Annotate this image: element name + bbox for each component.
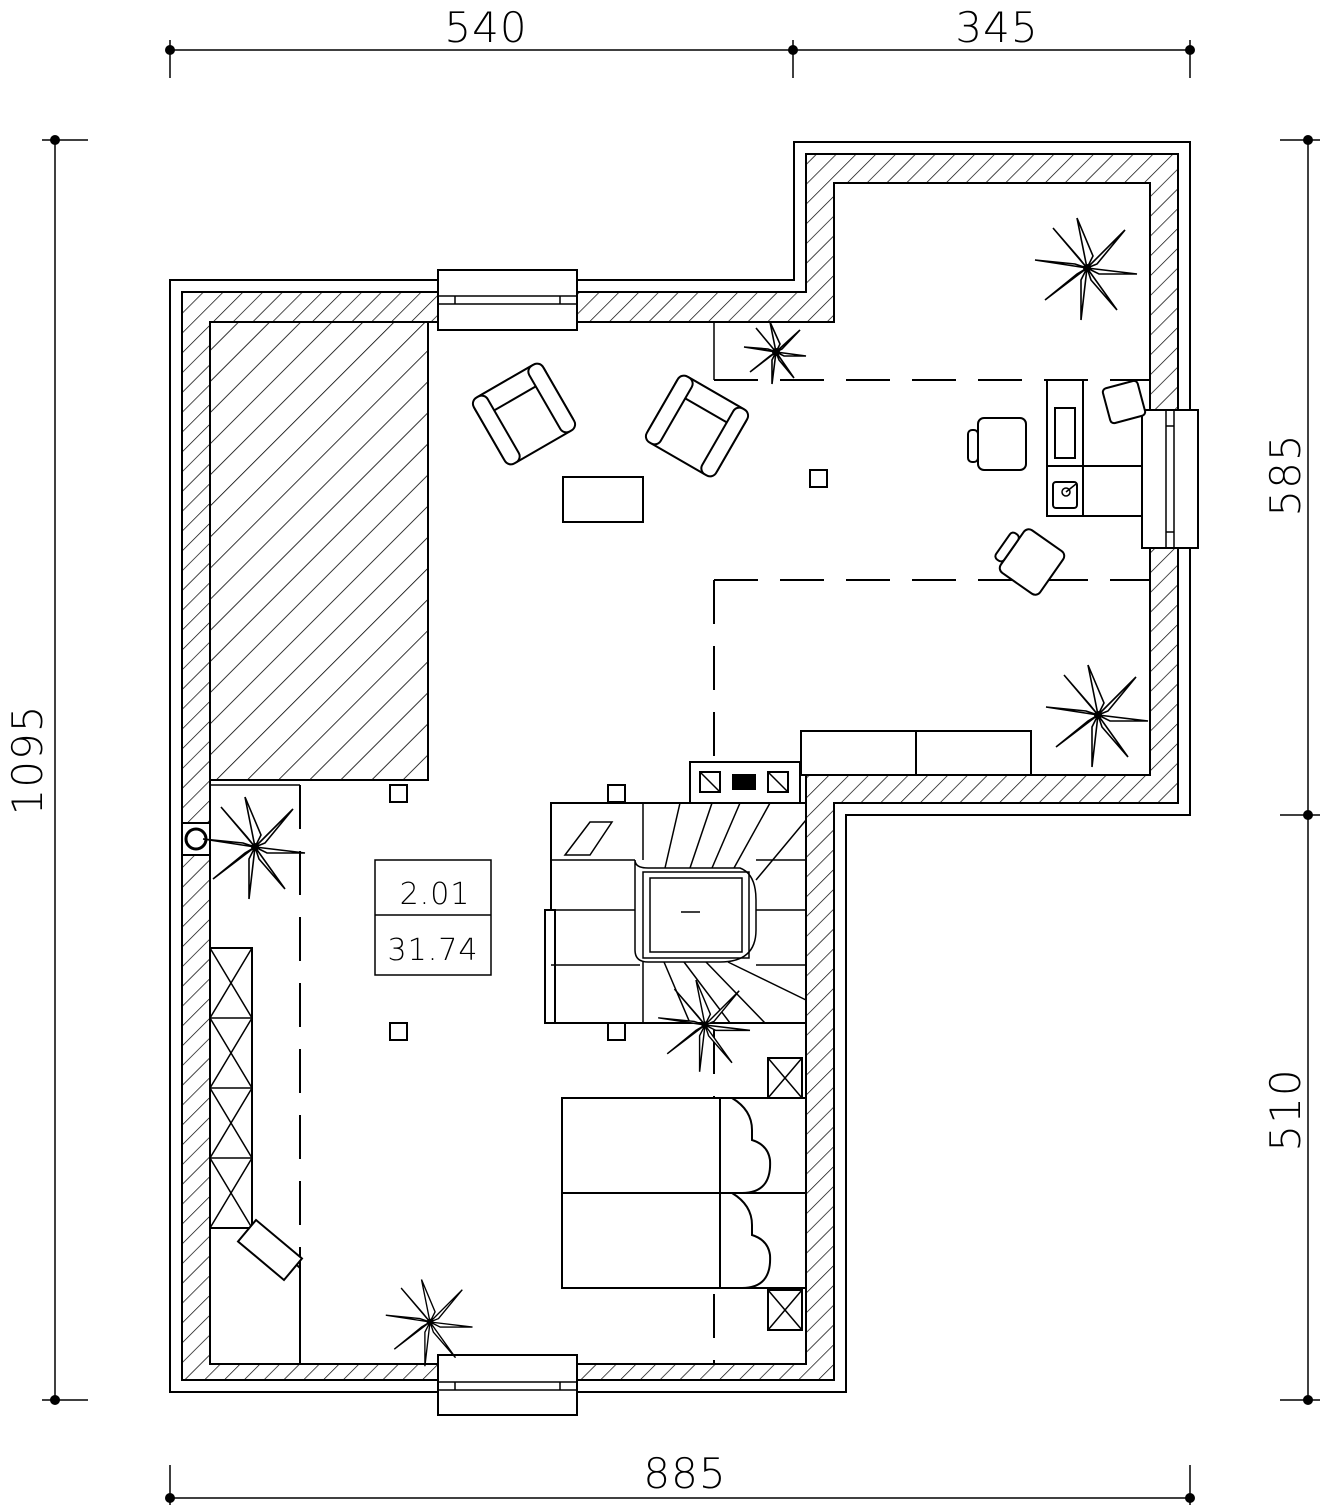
dimension-label-885: 885	[643, 1449, 726, 1498]
side-chair	[988, 520, 1068, 599]
window-top	[437, 269, 578, 331]
dimension-label-540: 540	[444, 3, 527, 52]
plant-bottom	[385, 1278, 474, 1367]
armchair-left	[469, 360, 579, 468]
exterior-walls	[169, 141, 1191, 1393]
lounge-chair	[1101, 379, 1147, 425]
dimension-left: 1095	[3, 135, 88, 1405]
coffee-table	[562, 476, 644, 523]
room-label: 2.01 31.74	[374, 859, 492, 976]
dimension-right: 585 510	[1261, 135, 1320, 1405]
void-area	[209, 321, 429, 781]
wardrobe	[209, 947, 253, 1229]
plant-left	[202, 796, 306, 900]
corner-desk	[209, 1218, 304, 1365]
plant-right-middle	[1045, 664, 1149, 768]
dimension-top: 540 345	[165, 3, 1195, 78]
plant-small-top	[743, 321, 807, 385]
armchair-right	[642, 372, 752, 480]
window-right	[1141, 409, 1199, 549]
desk	[1046, 379, 1143, 517]
dimension-label-1095: 1095	[3, 705, 52, 816]
structural-posts	[389, 469, 828, 1041]
sideboard	[800, 730, 1032, 776]
room-area: 31.74	[388, 933, 479, 968]
double-bed	[561, 1097, 807, 1289]
dimension-label-585: 585	[1261, 433, 1310, 516]
dimension-label-345: 345	[955, 3, 1038, 52]
staircase	[544, 802, 807, 1024]
desk-chair	[967, 417, 1027, 471]
dimension-bottom: 885	[165, 1449, 1195, 1505]
room-number: 2.01	[400, 877, 471, 912]
nightstand-lower	[767, 1289, 803, 1331]
plant-top-right	[1034, 217, 1138, 321]
chimney-block	[689, 761, 801, 805]
dimension-label-510: 510	[1261, 1068, 1310, 1151]
window-bottom	[437, 1354, 578, 1416]
nightstand-upper	[767, 1057, 803, 1099]
